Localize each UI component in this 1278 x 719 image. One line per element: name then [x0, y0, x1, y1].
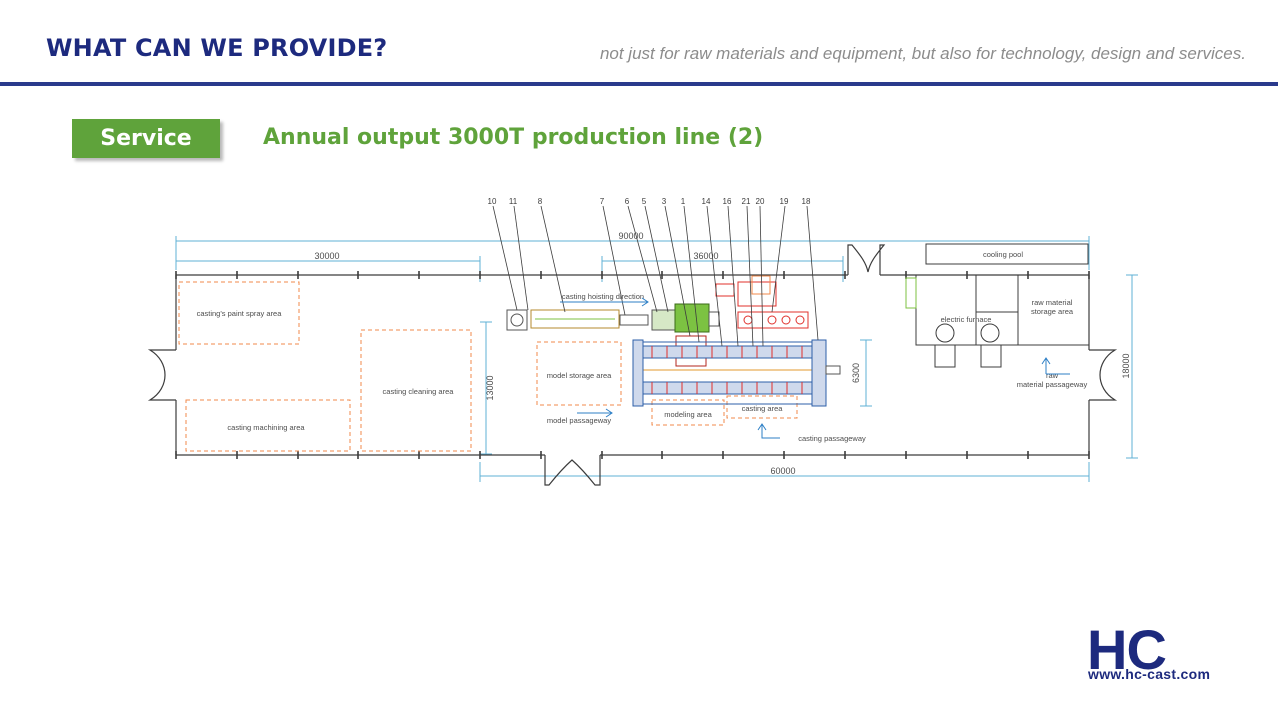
callout-6: 6: [625, 197, 630, 206]
callout-18: 18: [802, 197, 811, 206]
production-line: [632, 339, 841, 407]
label-machining-area: casting machining area: [227, 423, 305, 432]
dim-left-segment: 30000: [314, 251, 339, 261]
callout-8: 8: [538, 197, 543, 206]
company-logo: HC: [1087, 618, 1167, 681]
dim-overall-width: 18000: [1121, 353, 1131, 378]
dim-left-height: 13000: [485, 375, 495, 400]
area-labels: casting's paint spray area casting machi…: [197, 250, 1088, 443]
label-model-storage-area: model storage area: [547, 371, 612, 380]
callout-5: 5: [642, 197, 647, 206]
label-electric-furnace: electric furnace: [941, 315, 992, 324]
dim-overall-length: 90000: [618, 231, 643, 241]
page-title: WHAT CAN WE PROVIDE?: [46, 34, 388, 62]
label-casting-area: casting area: [742, 404, 784, 413]
zone-outlines: [178, 281, 798, 452]
callout-10: 10: [488, 197, 497, 206]
label-modeling-area: modeling area: [664, 410, 712, 419]
callout-1: 1: [681, 197, 686, 206]
dimension-labels: 90000 30000 36000 60000 13000 6300 18000: [314, 231, 1131, 476]
label-hoisting-direction: casting hoisting direction: [562, 292, 644, 301]
label-cooling-pool: cooling pool: [983, 250, 1023, 259]
label-paint-spray-area: casting's paint spray area: [197, 309, 283, 318]
callout-numbers: 10 11 8 7 6 5 3 1 14 16 21 20 19 18: [488, 197, 811, 206]
callout-21: 21: [742, 197, 751, 206]
label-model-passageway: model passageway: [547, 416, 611, 425]
callout-7: 7: [600, 197, 605, 206]
equipment: [506, 275, 809, 367]
dim-line-height: 6300: [851, 363, 861, 383]
column-markers: [175, 271, 1090, 459]
service-badge: Service: [72, 119, 220, 158]
dim-middle-segment: 36000: [693, 251, 718, 261]
callout-20: 20: [756, 197, 765, 206]
callout-3: 3: [662, 197, 667, 206]
company-website: www.hc-cast.com: [1088, 666, 1211, 682]
callout-11: 11: [509, 197, 518, 206]
callout-16: 16: [723, 197, 732, 206]
dim-right-segment: 60000: [770, 466, 795, 476]
dimension-lines: [175, 236, 1138, 482]
callout-leaders: [492, 205, 819, 347]
callout-14: 14: [702, 197, 711, 206]
label-cleaning-area: casting cleaning area: [383, 387, 455, 396]
callout-19: 19: [780, 197, 789, 206]
direction-arrows: [560, 297, 1070, 439]
page-tagline: not just for raw materials and equipment…: [599, 44, 1246, 63]
header-divider: [0, 82, 1278, 86]
right-facilities: [905, 243, 1090, 368]
label-casting-passageway: casting passageway: [798, 434, 866, 443]
section-title: Annual output 3000T production line (2): [263, 125, 764, 150]
